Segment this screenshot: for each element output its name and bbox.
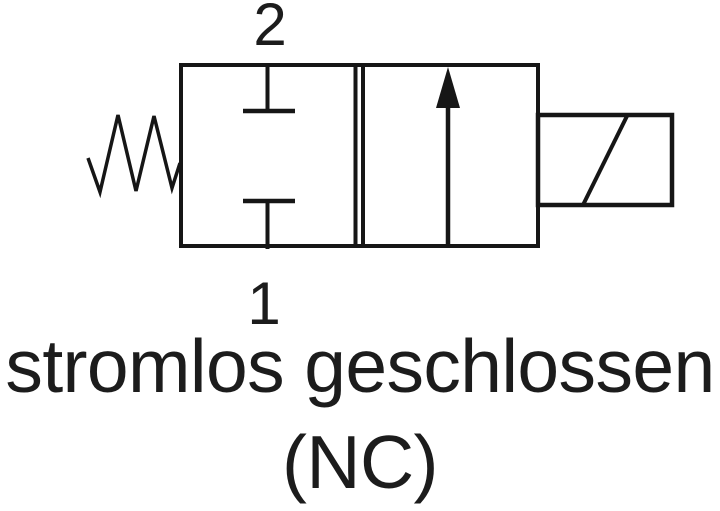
spring-return-icon: [86, 114, 182, 199]
blocked-port-icon-bottom: [243, 198, 295, 249]
blocked-port-icon-top: [243, 64, 295, 114]
caption-line1: stromlos geschlossen: [5, 324, 715, 408]
flow-arrow-icon: [436, 67, 460, 246]
port-label-bottom: 1: [247, 270, 281, 337]
port-label-top: 2: [253, 0, 287, 58]
caption-line2: (NC): [282, 420, 438, 504]
solenoid-coil-icon: [535, 112, 675, 208]
valve-body-frame: [179, 63, 540, 248]
